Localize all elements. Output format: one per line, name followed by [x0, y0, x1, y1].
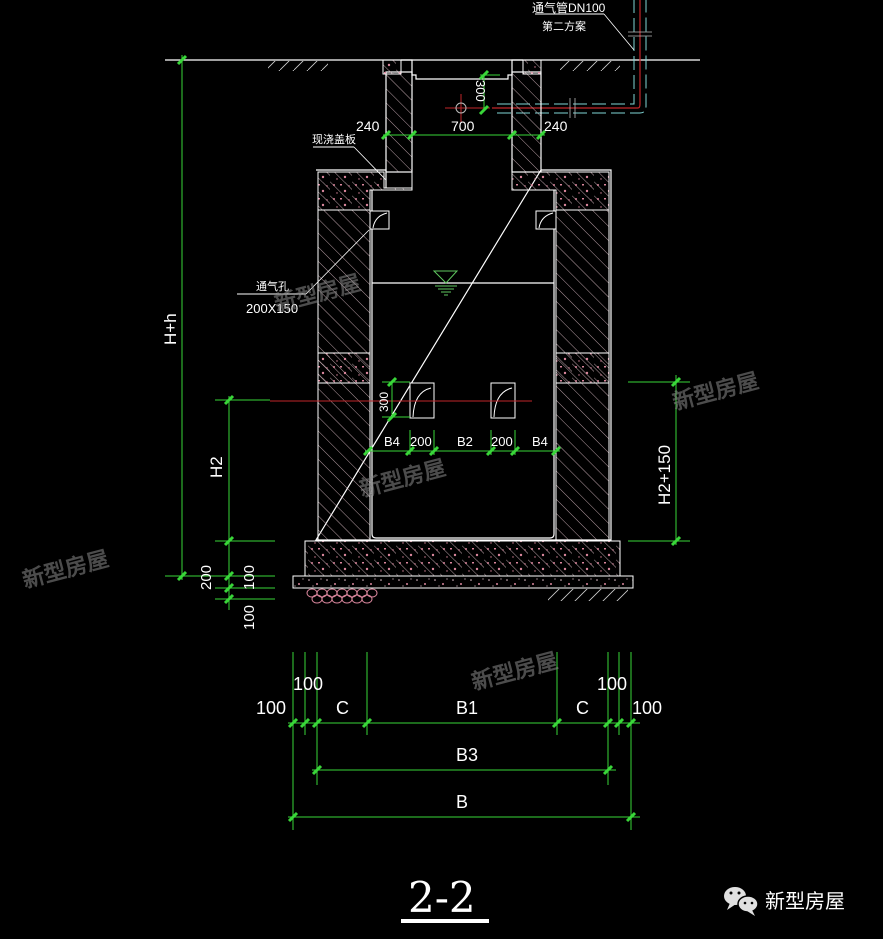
- dim-riser-wall-left: 240: [356, 118, 380, 134]
- section-title-text: 2-2: [408, 873, 476, 922]
- vent-pipe: 通气管DN100 第二方案: [492, 0, 652, 118]
- annotations: 现浇盖板 通气孔 200X150: [237, 132, 387, 316]
- dim-bottom-100-left2: 100: [293, 674, 323, 694]
- dim-c-right: C: [576, 698, 589, 718]
- brand-name: 新型房屋: [765, 889, 845, 913]
- dim-base-100b: 100: [241, 605, 258, 630]
- dim-bottom-100-right: 100: [597, 674, 627, 694]
- foundation: [292, 540, 634, 604]
- dim-pipe-offset: 300: [473, 80, 488, 102]
- dim-b4-left: B4: [384, 434, 400, 449]
- section-title: 2-2: [401, 873, 489, 923]
- water-level-icon: [432, 270, 459, 296]
- dim-b3: B3: [456, 745, 478, 765]
- dim-base-200: 200: [198, 565, 215, 590]
- dim-h2-plus-150: H2+150: [655, 445, 674, 505]
- dim-total-height: H+h: [161, 313, 180, 345]
- dimension-lines: [165, 55, 690, 830]
- dim-b: B: [456, 792, 468, 812]
- wechat-icon: [724, 887, 759, 916]
- dim-h2: H2: [207, 456, 226, 478]
- dim-riser-wall-right: 240: [544, 118, 568, 134]
- vent-pipe-option-label: 第二方案: [542, 19, 586, 33]
- dim-bottom-100-right2: 100: [632, 698, 662, 718]
- dim-riser-opening: 700: [451, 118, 475, 134]
- watermark: 新型房屋: [469, 648, 561, 696]
- vent-hole-size: 200X150: [246, 301, 298, 316]
- dim-bottom-100-left: 100: [256, 698, 286, 718]
- vent-hole-label: 通气孔: [256, 279, 289, 293]
- dim-opening-height: 300: [377, 392, 391, 412]
- dim-b1: B1: [456, 698, 478, 718]
- dimension-labels: 240 700 240 300 H+h H2 H2+150 200 100 10…: [161, 80, 674, 812]
- brand: 新型房屋: [724, 887, 845, 916]
- riser-neck: [382, 59, 542, 173]
- dim-c-left: C: [336, 698, 349, 718]
- dim-opening-w1: 200: [410, 434, 432, 449]
- dim-opening-w2: 200: [491, 434, 513, 449]
- dim-b2: B2: [457, 434, 473, 449]
- dim-b4-right: B4: [532, 434, 548, 449]
- watermark: 新型房屋: [670, 368, 762, 416]
- ground-line: [165, 59, 700, 71]
- dim-base-100a: 100: [241, 565, 258, 590]
- tank-body: [270, 94, 612, 541]
- watermarks: 新型房屋 新型房屋 新型房屋 新型房屋 新型房屋: [20, 270, 762, 696]
- watermark: 新型房屋: [20, 546, 112, 594]
- watermark: 新型房屋: [357, 455, 449, 503]
- cover-slab-label: 现浇盖板: [312, 132, 356, 146]
- vent-pipe-label: 通气管DN100: [532, 0, 606, 15]
